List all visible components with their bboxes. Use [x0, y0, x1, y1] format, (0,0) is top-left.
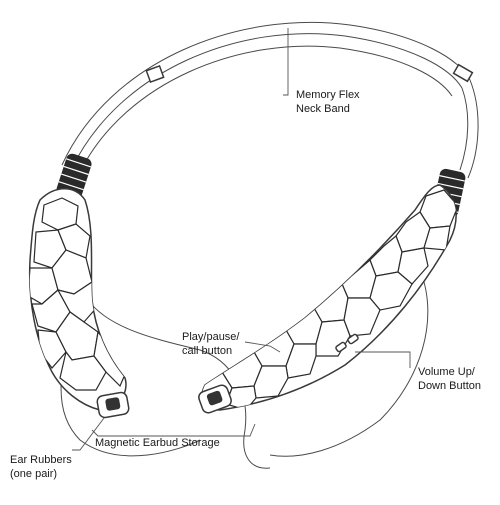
label-ear-rubbers: Ear Rubbers (one pair)	[10, 454, 72, 480]
label-magnetic-earbud-storage: Magnetic Earbud Storage	[95, 437, 220, 449]
right-housing	[198, 184, 457, 414]
band-clip-right	[452, 63, 474, 83]
label-play-pause-call-button: Play/pause/ call button	[182, 331, 240, 357]
left-housing	[28, 188, 130, 419]
band-clip	[145, 65, 165, 83]
callout-lines	[72, 28, 411, 451]
neck-band	[61, 21, 479, 179]
volume-button-down	[347, 333, 359, 345]
label-volume-up-down-button: Volume Up/ Down Button	[418, 366, 481, 392]
volume-button-up	[335, 341, 347, 353]
label-memory-flex-neck-band: Memory Flex Neck Band	[296, 89, 360, 115]
